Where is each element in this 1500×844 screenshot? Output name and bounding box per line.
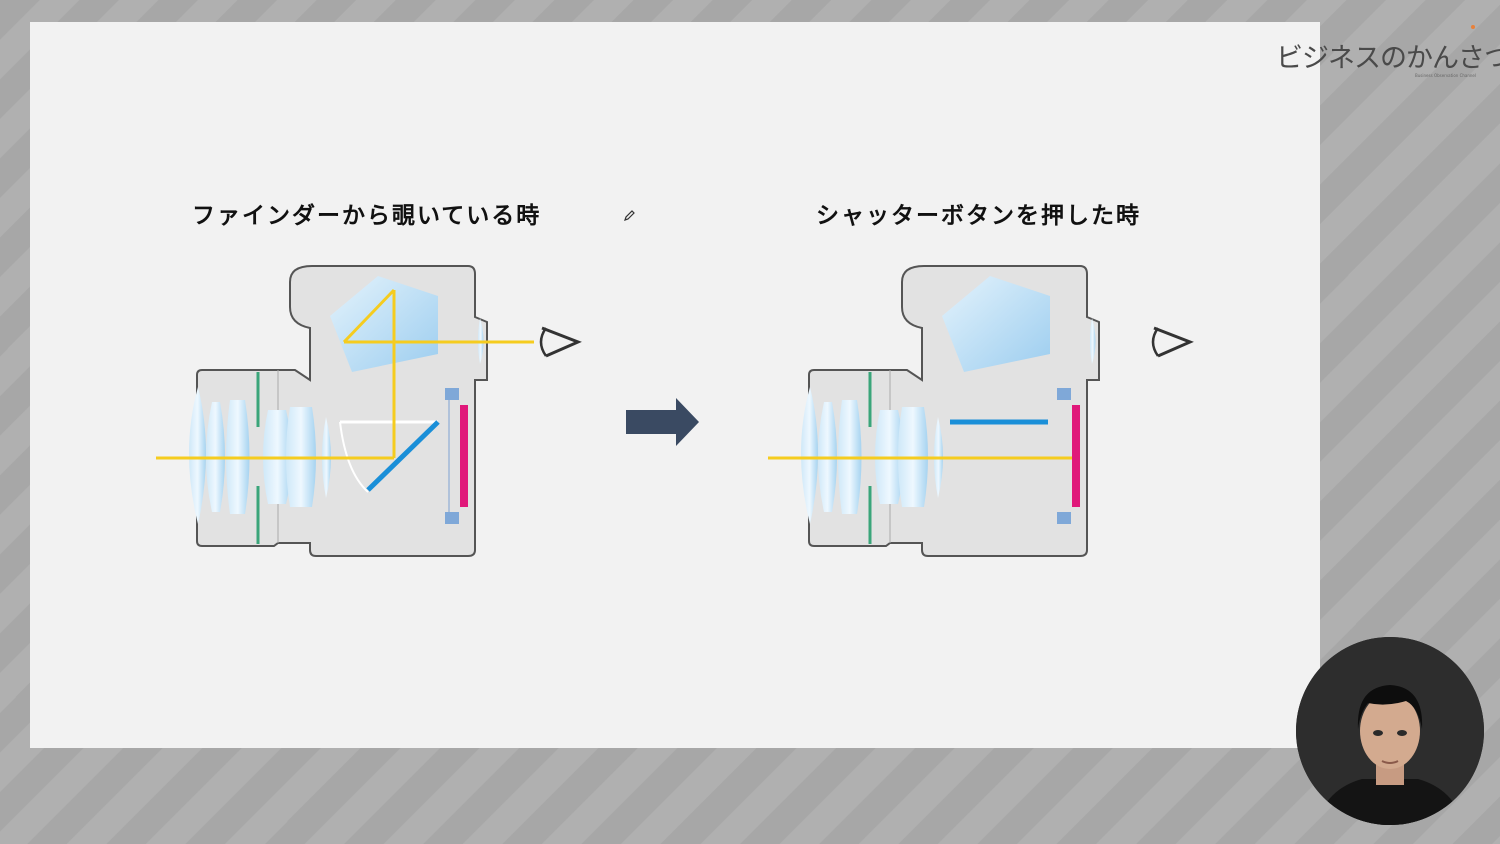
title-shutter: シャッターボタンを押した時 xyxy=(816,203,1141,229)
right-arrow-icon xyxy=(626,398,699,446)
image-sensor xyxy=(1072,405,1080,507)
pentaprism xyxy=(942,276,1050,372)
presenter-video xyxy=(1296,637,1484,825)
eyepiece-lens xyxy=(1090,318,1096,364)
light-path xyxy=(156,288,534,460)
channel-logo: ビジネスのかんさつ Business Observation Channel xyxy=(1276,25,1500,78)
shutter xyxy=(1057,388,1071,524)
image-sensor xyxy=(460,405,468,507)
camera-diagram-viewfinder xyxy=(156,265,582,557)
camera-diagram-shutter xyxy=(768,265,1194,557)
lens-group xyxy=(801,387,943,524)
presenter-figure xyxy=(1296,637,1484,825)
pen-icon xyxy=(624,210,635,221)
logo-subtext: Business Observation Channel xyxy=(1415,73,1476,78)
logo-text: ビジネスのかんさつ xyxy=(1276,43,1500,74)
eye-icon xyxy=(539,326,582,358)
eye-icon xyxy=(1151,326,1194,358)
logo-dot xyxy=(1471,25,1475,29)
mirror xyxy=(366,420,440,492)
shutter xyxy=(445,388,459,524)
pentaprism xyxy=(330,276,438,372)
title-viewfinder: ファインダーから覗いている時 xyxy=(192,203,542,229)
